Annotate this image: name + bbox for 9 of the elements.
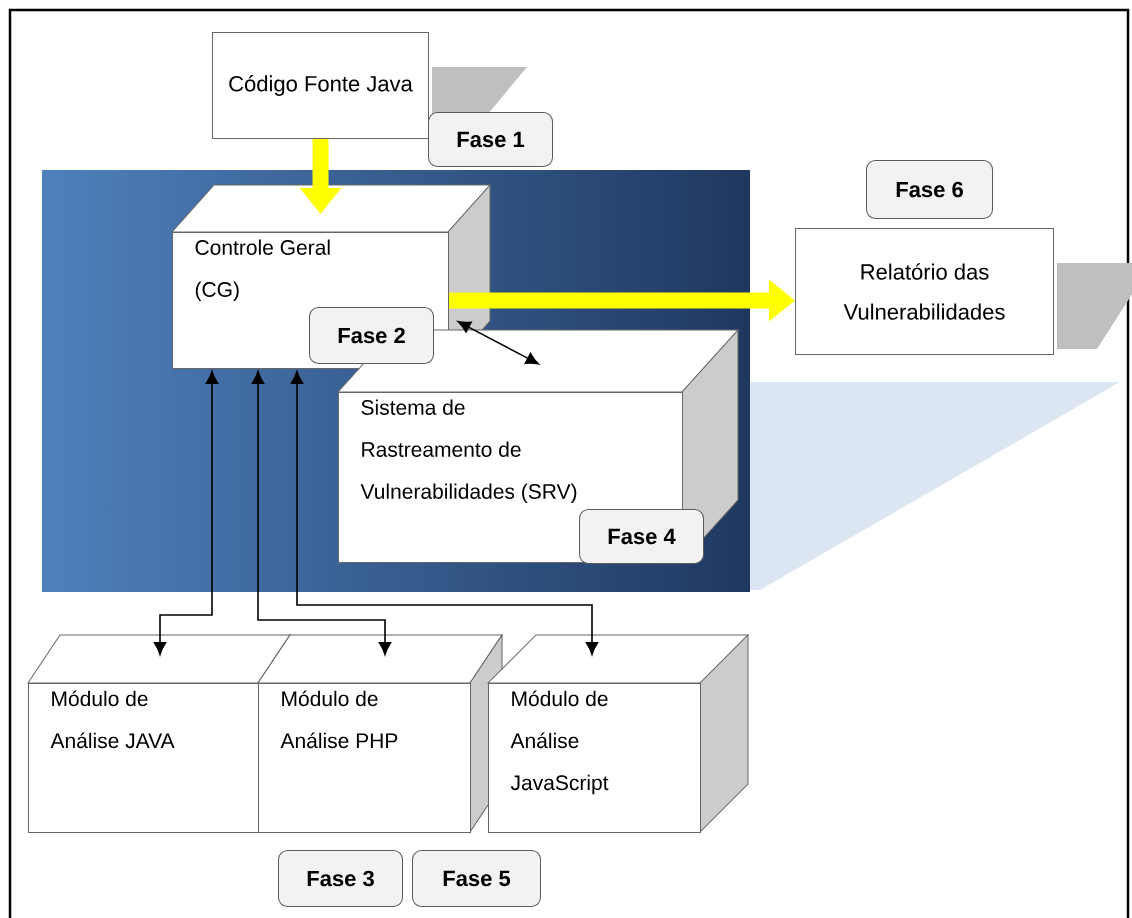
cube-box: Módulo de Análise JavaScript [487, 634, 749, 833]
document-box: Relatório das Vulnerabilidades [795, 228, 1132, 355]
phase-badge: Fase 6 [866, 160, 993, 219]
phase-badge: Fase 5 [412, 850, 541, 907]
phase-badge: Fase 3 [278, 850, 403, 907]
phase-badge: Fase 4 [579, 509, 704, 564]
phase-badge: Fase 1 [428, 112, 553, 167]
cube-box: Módulo de Análise PHP [257, 634, 503, 833]
phase-badge: Fase 2 [309, 307, 434, 364]
